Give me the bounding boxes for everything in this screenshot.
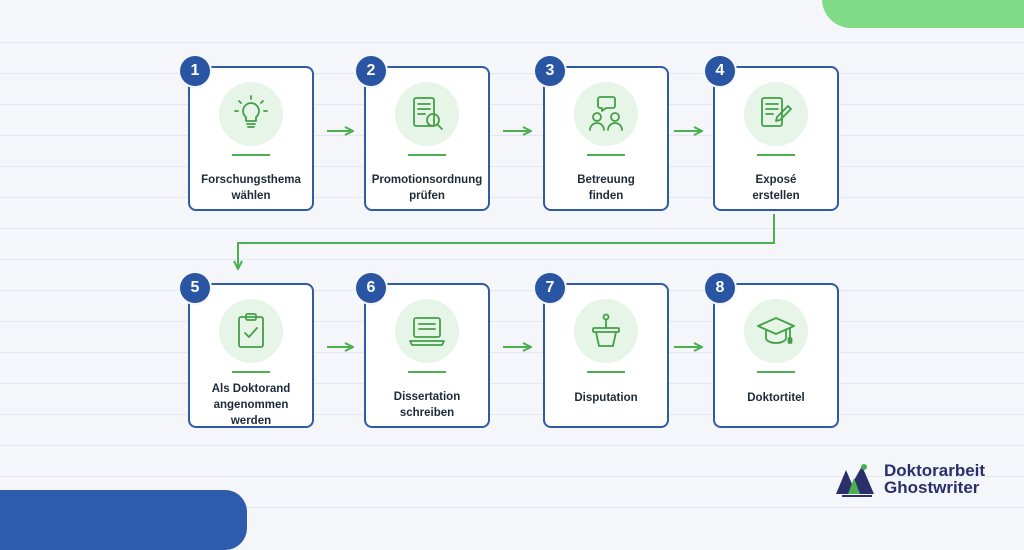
divider-line (757, 371, 795, 373)
step-number-badge: 7 (535, 273, 565, 303)
step-label-line-2: erstellen (752, 190, 800, 202)
step-label: Als Doktorand angenommen werden (192, 381, 310, 429)
divider-line (408, 154, 446, 156)
step-label-line-1: Als Doktorand (211, 383, 291, 395)
step-number-badge: 4 (705, 56, 735, 86)
icon-background (574, 299, 638, 363)
icon-background (574, 82, 638, 146)
step-card-4: 4 Exposé erstellen (705, 56, 839, 211)
writing-hand-icon (836, 464, 874, 497)
connector-arrows (0, 0, 775, 512)
icon-background (744, 299, 808, 363)
step-label-line-3: werden (230, 415, 272, 427)
divider-line (232, 371, 270, 373)
lectern-microphone-icon (592, 313, 620, 347)
icon-background (219, 82, 283, 146)
arrow-4-5 (238, 214, 775, 268)
step-label: Dissertation schreiben (368, 389, 486, 421)
step-label: Promotionsordnung prüfen (368, 172, 486, 204)
step-card-1: 1 Forschungsthema wählen (180, 56, 314, 211)
step-number-badge: 3 (535, 56, 565, 86)
step-label: Betreuung finden (547, 172, 665, 204)
brand-logo[interactable]: Doktorarbeit Ghostwriter (834, 460, 994, 500)
step-label-line-1: Forschungsthema (201, 174, 301, 186)
divider-line (587, 154, 625, 156)
people-chat-icon (589, 96, 623, 131)
step-label-line-1: Promotionsordnung (371, 174, 483, 186)
divider-line (757, 154, 795, 156)
step-label: Forschungsthema wählen (192, 172, 310, 204)
step-number-badge: 6 (356, 273, 386, 303)
step-card-3: 3 Betreuung finden (535, 56, 669, 211)
step-label-line-1: Dissertation (393, 391, 461, 403)
background-stripes (0, 0, 1024, 512)
step-label-line-2: schreiben (399, 407, 455, 419)
divider-line (232, 154, 270, 156)
icon-background (744, 82, 808, 146)
step-card-6: 6 Dissertation schreiben (356, 273, 490, 428)
step-label: Exposé erstellen (717, 172, 835, 204)
step-card-7: 7 Disputation (535, 273, 669, 428)
step-label: Disputation (547, 390, 665, 406)
step-label-line-1: Betreuung (577, 174, 635, 186)
step-label-line-2: finden (588, 190, 624, 202)
decorative-green-shape (822, 0, 1024, 28)
step-card-8: 8 Doktortitel (705, 273, 839, 428)
step-number-badge: 8 (705, 273, 735, 303)
step-label-line-2: angenommen (213, 399, 289, 411)
step-number-badge: 1 (180, 56, 210, 86)
step-card-5: 5 Als Doktorand angenommen werden (180, 273, 314, 429)
divider-line (587, 371, 625, 373)
document-search-icon (413, 97, 443, 130)
step-label-line-2: wählen (231, 190, 271, 202)
brand-name-line-1: Doktorarbeit (884, 461, 986, 480)
icon-background (219, 299, 283, 363)
laptop-icon (409, 317, 445, 346)
step-label-line-2: prüfen (409, 190, 445, 202)
graduation-cap-icon (757, 317, 795, 344)
icon-background (395, 82, 459, 146)
step-label-line-1: Exposé (755, 174, 797, 186)
brand-name-line-2: Ghostwriter (884, 478, 980, 497)
clipboard-check-icon (238, 313, 264, 348)
step-number-badge: 5 (180, 273, 210, 303)
divider-line (408, 371, 446, 373)
lightbulb-icon (234, 95, 268, 128)
icon-background (395, 299, 459, 363)
document-pen-icon (761, 97, 792, 127)
step-label-line-1: Disputation (574, 392, 638, 404)
step-label: Doktortitel (717, 390, 835, 406)
brand-name: Doktorarbeit Ghostwriter (884, 462, 985, 496)
step-number-badge: 2 (356, 56, 386, 86)
step-label-line-1: Doktortitel (747, 392, 805, 404)
step-card-2: 2 Promotionsordnung prüfen (356, 56, 490, 211)
